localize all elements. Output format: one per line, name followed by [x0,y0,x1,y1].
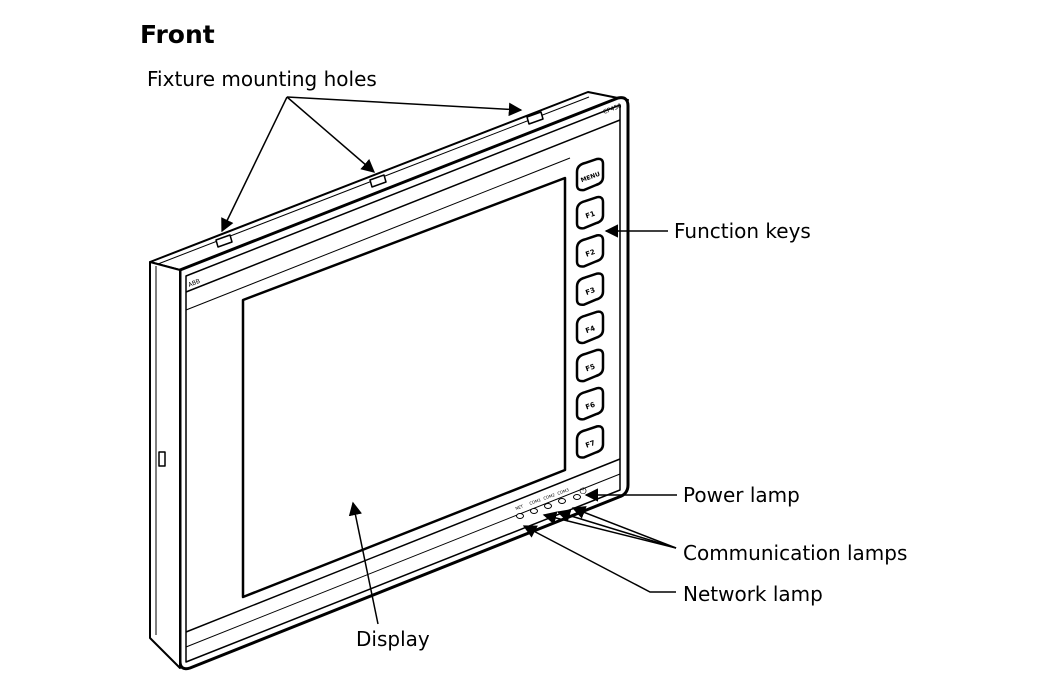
arrow-network-lamp [522,525,676,593]
function-key-label: F1 [584,210,596,221]
function-key-label: F3 [584,286,596,297]
communication-lamp [544,503,552,509]
communication-lamp [530,508,538,514]
function-key-menu[interactable]: MENU [575,157,605,192]
function-key-label: F5 [584,362,596,373]
arrow-fixture-hole-2 [286,96,376,173]
function-key-f1[interactable]: F1 [575,195,605,230]
function-key-f7[interactable]: F7 [575,425,605,459]
side-slot [158,451,166,467]
label-fixture-mounting-holes: Fixture mounting holes [147,67,377,91]
lamp-label: COM2 [543,492,556,501]
page-title: Front [140,20,215,49]
function-key-label: F6 [584,401,596,412]
lamp-label: NET [515,503,525,511]
label-display: Display [356,627,430,651]
mounting-hole [369,174,387,188]
function-key-f4[interactable]: F4 [575,310,605,345]
function-key-label: F7 [584,439,596,450]
arrow-comm-lamp-1 [542,511,677,549]
lamp-label: COM3 [557,487,570,496]
mounting-hole [215,234,233,248]
function-key-label: F2 [584,248,596,259]
network-lamp [516,513,524,519]
power-symbol: ⏻ [579,486,586,497]
function-key-f3[interactable]: F3 [575,272,605,306]
function-key-label: F4 [584,324,596,335]
arrow-display [348,501,379,625]
label-power-lamp: Power lamp [683,483,800,507]
power-lamp [573,494,581,500]
mounting-hole [526,111,544,125]
function-key-f6[interactable]: F6 [575,386,605,421]
display-screen [241,176,567,599]
arrow-fixture-hole-3 [286,96,523,117]
arrow-comm-lamp-2 [556,509,677,549]
communication-lamp [558,498,566,504]
label-network-lamp: Network lamp [683,582,823,606]
brand-text: ABB [187,278,201,289]
label-communication-lamps: Communication lamps [683,541,908,565]
function-key-f2[interactable]: F2 [575,234,605,268]
label-function-keys: Function keys [674,219,811,243]
function-key-f5[interactable]: F5 [575,348,605,383]
lamp-label: COM1 [529,497,542,506]
arrow-fixture-hole-1 [221,96,288,233]
arrow-comm-lamp-3 [571,506,677,549]
